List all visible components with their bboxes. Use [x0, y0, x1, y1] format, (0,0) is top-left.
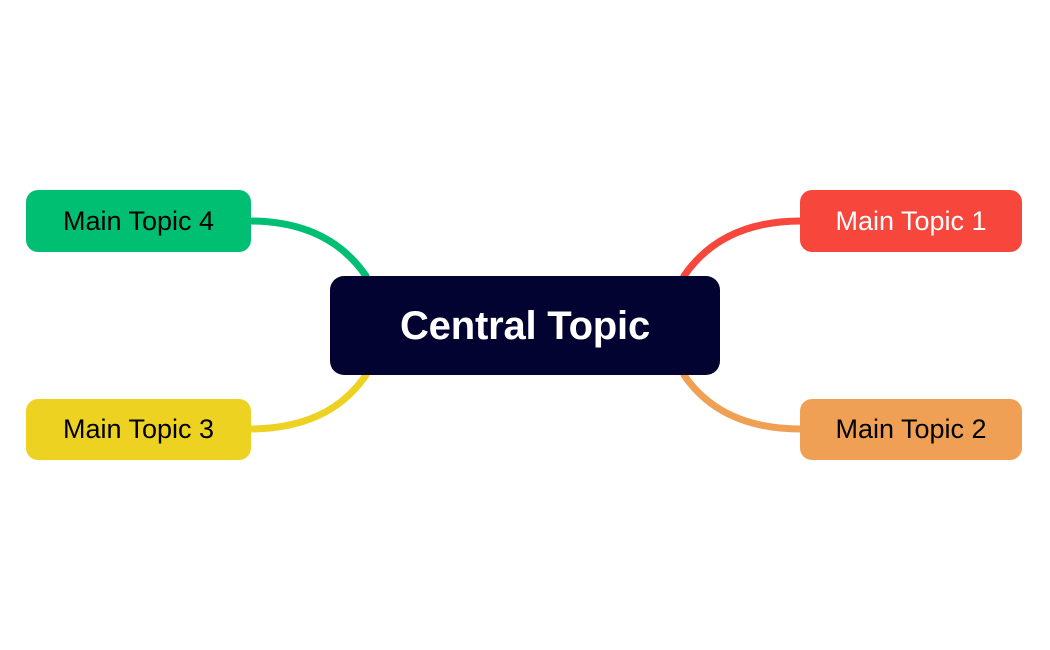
node-central-topic[interactable]: Central Topic — [330, 276, 720, 375]
node-label-main-topic-3: Main Topic 3 — [62, 414, 215, 444]
node-label-main-topic-1: Main Topic 1 — [835, 205, 987, 236]
connector-topic-4 — [245, 217, 370, 280]
connector-topic-3 — [245, 371, 370, 433]
connector-topic-1 — [680, 217, 805, 280]
node-label-main-topic-2: Main Topic 2 — [835, 414, 987, 444]
node-label-main-topic-4: Main Topic 4 — [62, 205, 215, 236]
node-main-topic-4[interactable]: Main Topic 4 — [26, 190, 251, 252]
node-main-topic-2[interactable]: Main Topic 2 — [800, 399, 1022, 460]
connector-topic-2 — [680, 371, 805, 433]
node-main-topic-3[interactable]: Main Topic 3 — [26, 399, 251, 460]
node-main-topic-1[interactable]: Main Topic 1 — [800, 190, 1022, 252]
node-label-central-topic: Central Topic — [399, 303, 651, 348]
